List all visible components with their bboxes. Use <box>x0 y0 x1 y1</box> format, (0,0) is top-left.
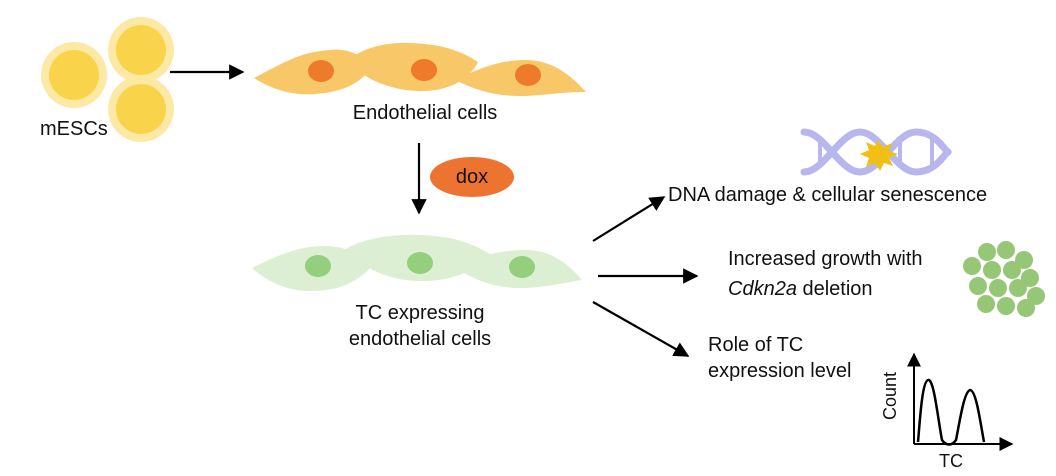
colony-cell <box>1027 287 1045 305</box>
endothelial-nucleus <box>411 59 437 81</box>
endothelial-label: Endothelial cells <box>352 102 498 124</box>
colony-cell <box>997 241 1015 259</box>
colony-cell <box>978 243 996 261</box>
arrow-to-dna-damage <box>592 196 666 242</box>
colony-cell <box>963 257 981 275</box>
colony-cell <box>1017 299 1035 317</box>
endothelial-nucleus <box>308 60 334 82</box>
growth-label-line2: Cdkn2a deletion <box>728 276 873 302</box>
plot-curve <box>916 378 986 446</box>
colony-cell <box>989 279 1007 297</box>
role-label-line2: expression level <box>708 360 852 382</box>
colony-cell <box>977 295 995 313</box>
tc-cells-label-line1: TC expressing <box>355 302 485 324</box>
growth-label-line1: Increased growth with <box>728 248 923 270</box>
colony-cell <box>969 277 987 295</box>
plot-xlabel: TC <box>939 451 963 471</box>
tc-cells-label-line2: endothelial cells <box>348 328 492 350</box>
dna-damage-label: DNA damage & cellular senescence <box>668 184 988 206</box>
dox-label: dox <box>455 166 489 188</box>
colony-cell <box>983 261 1001 279</box>
colony-cell <box>1009 279 1027 297</box>
stem-cell-cluster <box>41 17 174 142</box>
dox-badge <box>430 157 514 197</box>
tc-nucleus <box>305 255 331 277</box>
endothelial-cells-graphic <box>254 42 586 96</box>
colony-cell <box>1021 269 1039 287</box>
mescs-label: mESCs <box>40 118 108 140</box>
damage-burst-icon <box>860 140 898 171</box>
colony-cell <box>997 297 1015 315</box>
tc-nucleus <box>407 252 433 274</box>
endothelial-nucleus <box>515 64 541 86</box>
tc-nucleus <box>509 256 535 278</box>
tc-cells-graphic <box>252 234 582 292</box>
colony-cell <box>1003 261 1021 279</box>
growth-label-rest: deletion <box>796 278 873 300</box>
arrow-to-expression-role <box>592 301 690 357</box>
colony-cell <box>1015 251 1033 269</box>
cell-colony-icon <box>963 241 1045 317</box>
gene-name: Cdkn2a <box>728 278 797 300</box>
bimodal-plot <box>907 352 1014 451</box>
role-label-line1: Role of TC <box>708 334 804 356</box>
plot-ylabel: Count <box>880 371 900 420</box>
